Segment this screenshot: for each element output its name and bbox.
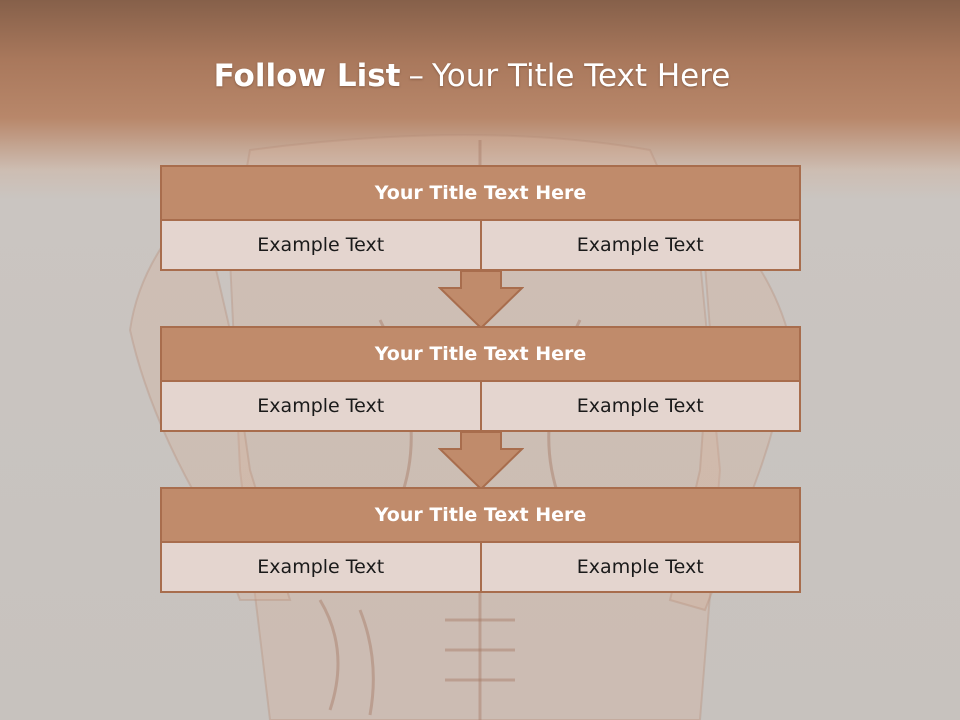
- block-cell-left: Example Text: [160, 543, 482, 593]
- block-row: Example Text Example Text: [160, 221, 801, 271]
- slide-title: Follow List–Your Title Text Here: [0, 48, 944, 104]
- list-block-2: Your Title Text Here Example Text Exampl…: [160, 326, 801, 432]
- list-block-1: Your Title Text Here Example Text Exampl…: [160, 165, 801, 271]
- block-cell-right: Example Text: [481, 382, 801, 432]
- block-cell-left: Example Text: [160, 221, 482, 271]
- block-title: Your Title Text Here: [160, 487, 801, 543]
- list-block-3: Your Title Text Here Example Text Exampl…: [160, 487, 801, 593]
- block-cell-left: Example Text: [160, 382, 482, 432]
- block-title: Your Title Text Here: [160, 165, 801, 221]
- slide-title-bold: Follow List: [213, 58, 401, 94]
- down-arrow-icon: [438, 270, 524, 330]
- block-row: Example Text Example Text: [160, 382, 801, 432]
- slide-title-dash: –: [408, 58, 424, 94]
- down-arrow-icon: [438, 431, 524, 491]
- slide-title-rest: Your Title Text Here: [431, 58, 731, 94]
- block-cell-right: Example Text: [481, 543, 801, 593]
- block-title: Your Title Text Here: [160, 326, 801, 382]
- block-cell-right: Example Text: [481, 221, 801, 271]
- block-row: Example Text Example Text: [160, 543, 801, 593]
